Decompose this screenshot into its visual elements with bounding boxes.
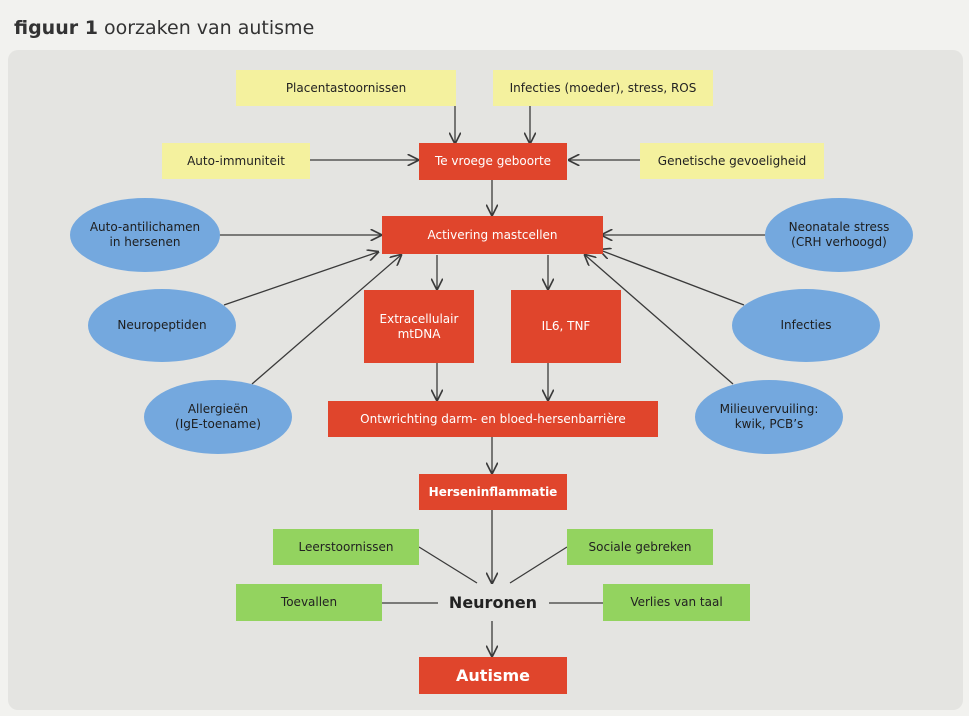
node-neonatale-stress: Neonatale stress (CRH verhoogd): [765, 198, 913, 272]
edge-infecties-to-mastcellen: [600, 250, 745, 306]
edge-leerstoornissen-neuronen: [418, 546, 478, 584]
node-te-vroege-geboorte: Te vroege geboorte: [419, 143, 567, 180]
node-infecties: Infecties: [732, 289, 880, 362]
edge-neuropeptiden-to-mastcellen: [223, 252, 378, 306]
node-herseninflammatie: Herseninflammatie: [419, 474, 567, 510]
node-ontwrichting: Ontwrichting darm- en bloed-hersenbarriè…: [328, 401, 658, 437]
edge-sociale-neuronen: [509, 546, 568, 584]
node-allergieen: Allergieën (IgE-toename): [144, 380, 292, 454]
node-autisme: Autisme: [419, 657, 567, 694]
node-verlies-van-taal: Verlies van taal: [603, 584, 750, 621]
node-milieuvervuiling: Milieuvervuiling: kwik, PCB’s: [695, 380, 843, 454]
node-activering-mastcellen: Activering mastcellen: [382, 216, 603, 254]
node-extracellulair-mtdna: Extracellulair mtDNA: [364, 290, 474, 363]
figure-number: figuur 1: [14, 17, 98, 39]
edge-milieu-to-mastcellen: [585, 255, 734, 385]
node-neuropeptiden: Neuropeptiden: [88, 289, 236, 362]
node-sociale-gebreken: Sociale gebreken: [567, 529, 713, 565]
figure-title: figuur 1 oorzaken van autisme: [14, 17, 314, 39]
node-genetische-gevoeligheid: Genetische gevoeligheid: [640, 143, 824, 179]
node-il6-tnf: IL6, TNF: [511, 290, 621, 363]
node-infecties-moeder: Infecties (moeder), stress, ROS: [493, 70, 713, 106]
node-leerstoornissen: Leerstoornissen: [273, 529, 419, 565]
node-toevallen: Toevallen: [236, 584, 382, 621]
node-auto-antilichamen: Auto-antilichamen in hersenen: [70, 198, 220, 272]
figure-title-text: oorzaken van autisme: [104, 17, 315, 39]
node-auto-immuniteit: Auto-immuniteit: [162, 143, 310, 179]
edge-allergieen-to-mastcellen: [251, 255, 401, 385]
node-neuronen: Neuronen: [448, 593, 538, 612]
node-placentastoornissen: Placentastoornissen: [236, 70, 456, 106]
